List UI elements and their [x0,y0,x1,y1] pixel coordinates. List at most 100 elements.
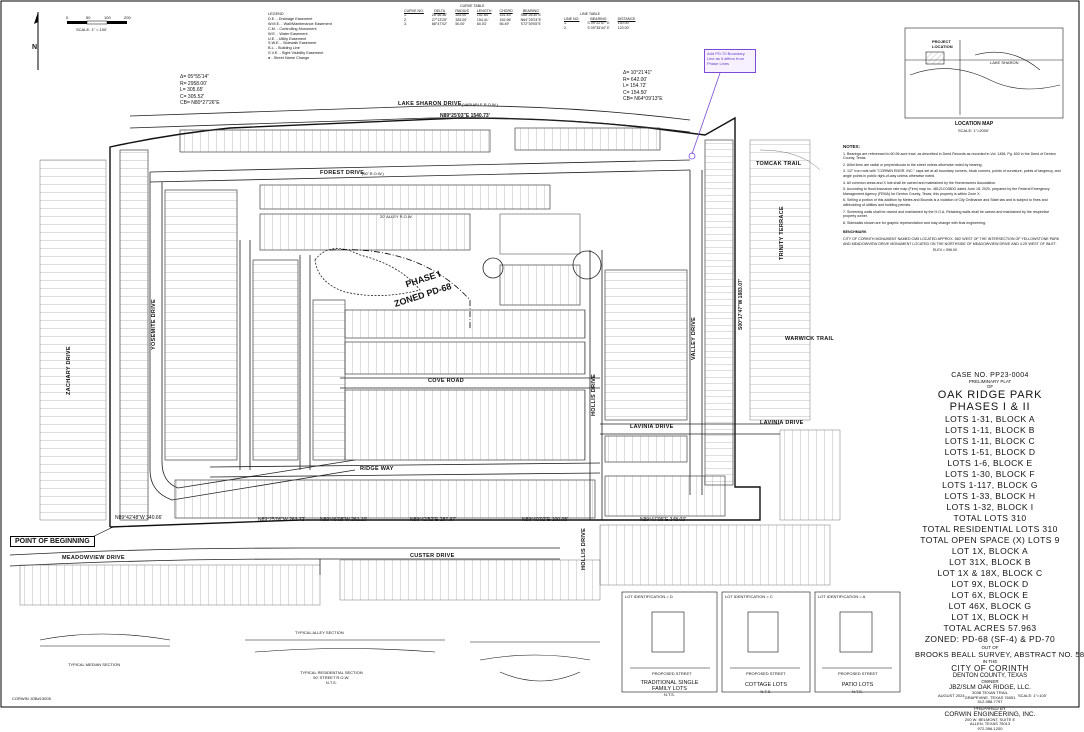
engineer-phone: 972-396-1200 [977,725,1003,731]
legend-title: LEGEND [268,12,284,16]
note-item: 5. According to flood insurance rate map… [843,187,1050,196]
line-table-header: BEARING [590,16,607,21]
note-item: 3. 1/2" Iron rods with "CORWIN ENGR. INC… [843,169,1061,178]
owner-label: OWNER [981,679,999,684]
sheet-border [0,0,1080,708]
city-name: CITY OF CORINTH [951,664,1029,673]
note-item: 1. Bearings are referenced to 60.96 acre… [843,151,1056,161]
street-yosemite: YOSEMITE DRIVE [151,299,157,350]
notes: NOTES: 1. Bearings are referenced to 60.… [843,144,1063,255]
lot-lines [119,127,734,521]
detail-title-line: FAMILY LOTS [652,685,687,692]
curve-table-header: BEARING [522,8,539,13]
review-comment-callout[interactable]: Add PD-70 Boundary Line as it differs fr… [704,49,756,73]
detail-boxes [39,591,901,693]
curve-data-line: Δ= 10°21'41" [623,70,653,76]
street-custer: CUSTER DRIVE [410,553,455,559]
bearing-east: S00°17'47"W 1883.07' [738,279,744,330]
street-cove: COVE ROAD [428,378,465,384]
table-cell: 152.84' [476,13,489,18]
notes-title: NOTES: [843,144,861,149]
bearing-north: N89°25'03"E 1540.73' [440,113,490,119]
point-of-beginning: POINT OF BEGINNING [10,536,95,547]
table-cell: S 09°22'57" E [587,21,610,26]
lot-line: LOT 46X, BLOCK G [948,601,1032,611]
scale-tick-200: 200 [124,15,131,20]
lot-line: LOTS 1-30, BLOCK F [945,469,1035,479]
lot-line: LOTS 1-51, BLOCK D [944,447,1036,457]
lot-line: LOT 9X, BLOCK D [951,579,1029,589]
proposed-street-patio: PROPOSED STREET [838,671,878,676]
engineer-name: CORWIN ENGINEERING, INC. [944,710,1036,718]
curve-data-line: CB= N80°27'26"E [180,100,220,106]
table-cell: 60.03' [476,22,487,27]
table-cell: 325.00' [455,13,467,18]
scale-label: SCALE: 1" = 100' [76,27,107,32]
section-title-line: TYPICAL RESIDENTIAL SECTION [300,670,363,675]
plat-date: AUGUST 2024 [938,693,965,698]
north-label: N [32,44,38,51]
curve-table-header: CURVE NO. [404,8,424,13]
adjacent-lots [19,139,841,606]
callout-leader [691,72,721,155]
lot-line: TOTAL LOTS 310 [953,513,1027,523]
detail-title-line: PATIO LOTS [841,682,874,688]
lot-line: LOTS 1-6, BLOCK E [947,458,1033,468]
table-row: 3. 68°47'02" 50.00' 60.03' 56.49' S72°39… [400,22,545,27]
bearing-south-4: N89°42'52"E 287.97' [410,517,456,523]
curve-table-header: CHORD [499,8,513,13]
location-map-label: LOCATION MAP [955,121,994,127]
proposed-street-cottage: PROPOSED STREET [746,671,786,676]
curve-data-line: CB= N64°09'13"E [623,96,663,102]
curve-data-line: R= 642.00' [623,76,648,83]
legend: LEGEND D.E. - Drainage Easement W.M.E. -… [268,12,332,61]
typical-median-section: TYPICAL MEDIAN SECTION [68,662,121,667]
lake-label: LAKE SHARON [990,60,1019,65]
note-item: 8. Sidewalks shown are for graphic repre… [843,220,987,225]
table-cell: S72°39'05"E [520,22,541,27]
table-cell: 56.49' [499,22,510,27]
table-cell: 152.96' [499,17,512,22]
street-meadowview: MEADOWVIEW DRIVE [62,555,125,561]
note-item: 7. Screening walls shall be owned and ma… [843,209,1050,219]
street-tomcak: TOMCAK TRAIL [756,161,802,167]
section-title-line: N.T.S. [325,680,337,685]
table-row: 2. 27°13'25" 325.00' 154.41' 152.96' N64… [400,18,545,23]
owner-name: JBZ/SLM OAK RIDGE, LLC. [949,684,1031,691]
in-the: IN THE [982,659,998,664]
legend-item: W.E. - Water Easement [268,31,308,36]
project-location-label: PROJECT LOCATION [932,39,953,49]
lot-line: LOT 1X & 18X, BLOCK C [937,568,1043,578]
table-cell: 3. [404,22,407,27]
table-cell: N64°25'24"E [520,17,542,22]
legend-item: B.L. - Building Line [268,46,300,51]
lot-line: LOTS 1-117, BLOCK G [942,480,1038,490]
curve-table-header: LENGTH [476,8,492,13]
traditional-lots-title: TRADITIONAL SINGLE FAMILY LOTS N.T.S. [622,680,717,698]
plat-scale: SCALE: 1"=100' [1018,693,1047,698]
phase-line [329,249,471,330]
title-of: OF [986,384,994,389]
curve-table: CURVE TABLE CURVE NO. DELTA RADIUS LENGT… [400,4,545,27]
county-name: DENTON COUNTY, TEXAS [952,673,1028,679]
street-lake-sharon-row: (VARIABLE R.O.W.) [462,102,498,107]
benchmark-text: CITY OF CORINTH MONUMENT NAMED CM5 LOCAT… [843,236,1060,246]
lot-line: TOTAL RESIDENTIAL LOTS 310 [922,524,1058,534]
table-cell: 2. [404,17,407,22]
lot-line: LOT 31X, BLOCK B [949,557,1031,567]
table-row: 2. S 09°35'44" E 120.00' [560,26,639,31]
street-valley: VALLEY DRIVE [691,316,697,360]
table-cell: 325.00' [455,17,467,22]
street-warwick: WARWICK TRAIL [785,336,835,342]
curve-data-line: R= 2958.00' [180,80,207,87]
patio-lots-title: PATIO LOTS N.T.S. [815,682,900,694]
table-cell: 68°47'02" [431,22,448,27]
cottage-lots-title: COTTAGE LOTS N.T.S. [722,682,810,694]
line-table: LINE TABLE LINE NO. BEARING DISTANCE 1. … [560,12,639,30]
scale-bar [67,20,127,25]
lot-line: LOT 1X, BLOCK H [951,612,1029,622]
case-number: CASE NO. PP23-0004 [951,372,1029,379]
legend-item: D.E. - Drainage Easement [268,16,313,21]
curve-data-right: Δ= 10°21'41" R= 642.00' L= 154.72' C= 15… [623,70,663,103]
